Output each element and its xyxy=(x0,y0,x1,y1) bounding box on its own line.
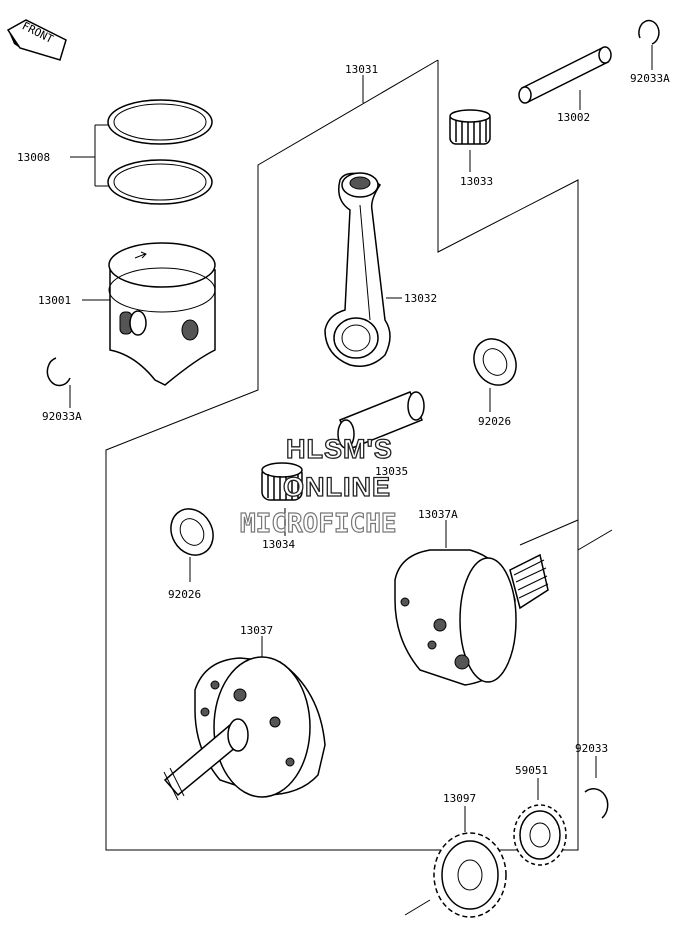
label-13033: 13033 xyxy=(460,175,493,188)
label-92026-left: 92026 xyxy=(168,588,201,601)
circlip-92033 xyxy=(584,788,609,819)
label-92033: 92033 xyxy=(575,742,608,755)
gear-13097 xyxy=(433,832,507,918)
label-13002: 13002 xyxy=(557,111,590,124)
crankshaft-half-13037a xyxy=(394,549,549,686)
label-13001: 13001 xyxy=(38,294,71,307)
label-13035: 13035 xyxy=(375,465,408,478)
piston-rings-13008 xyxy=(107,99,213,205)
label-92033a-top: 92033A xyxy=(630,72,670,85)
watermark-line-3: MICROFICHE xyxy=(240,509,397,539)
shaft-axis-line-inner xyxy=(519,519,579,546)
crank-pin-13035 xyxy=(337,391,425,449)
front-direction-marker: FRONT xyxy=(6,19,67,61)
label-13031: 13031 xyxy=(345,63,378,76)
label-13037a: 13037A xyxy=(418,508,458,521)
circlip-92033a-left xyxy=(46,357,71,387)
label-92026-right: 92026 xyxy=(478,415,511,428)
shaft-axis-line xyxy=(577,529,613,551)
needle-bearing-13033 xyxy=(449,109,491,145)
thrust-washer-92026-right xyxy=(473,338,517,386)
watermark-line-1: HLSM'S xyxy=(286,434,393,464)
thrust-washer-92026-left xyxy=(170,508,214,556)
label-92033a-left: 92033A xyxy=(42,410,82,423)
label-59051: 59051 xyxy=(515,764,548,777)
gear-59051 xyxy=(513,804,567,866)
assembly-outline-13031 xyxy=(105,59,579,851)
piston-13001 xyxy=(108,242,216,386)
label-13008: 13008 xyxy=(17,151,50,164)
label-13032: 13032 xyxy=(404,292,437,305)
watermark: HLSM'S ONLINE MICROFICHE xyxy=(239,433,397,539)
needle-bearing-13034 xyxy=(261,462,303,501)
label-13037: 13037 xyxy=(240,624,273,637)
connecting-rod-13032 xyxy=(324,172,391,367)
label-13097: 13097 xyxy=(443,792,476,805)
circlip-92033a-top xyxy=(638,19,660,45)
gear-axis-line xyxy=(404,899,431,916)
watermark-line-2: ONLINE xyxy=(283,472,391,502)
part-labels: 13031 92033A 13002 13008 13033 13032 130… xyxy=(17,63,670,805)
label-13034: 13034 xyxy=(262,538,295,551)
piston-pin-13002 xyxy=(518,46,612,104)
crankshaft-half-13037 xyxy=(163,656,326,801)
